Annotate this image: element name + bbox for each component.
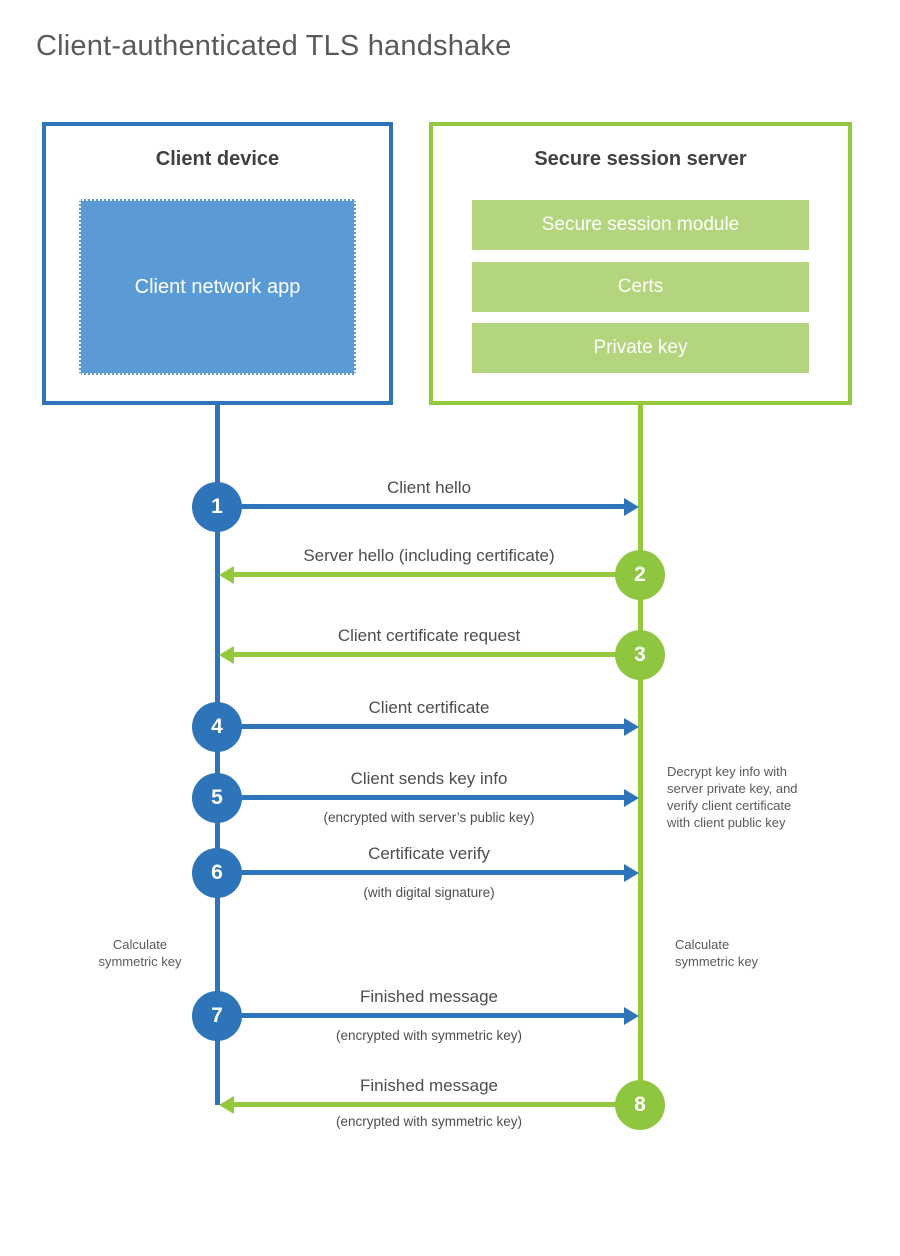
client-lifeline <box>215 405 220 1105</box>
step-8-arrow <box>234 1102 616 1107</box>
note-decrypt-key-info: Decrypt key info with server private key… <box>667 764 798 830</box>
step-3-arrowhead-icon <box>219 646 234 664</box>
step-5-arrowhead-icon <box>624 789 639 807</box>
step-7-arrow <box>242 1013 624 1018</box>
step-1-arrow <box>242 504 624 509</box>
server-module-label: Secure session module <box>541 214 740 235</box>
step-7-sublabel: (encrypted with symmetric key) <box>335 1028 523 1043</box>
step-4-number: 4 <box>211 715 223 738</box>
step-7-label: Finished message <box>360 987 498 1006</box>
step-6-label: Certificate verify <box>368 844 490 863</box>
step-1-number: 1 <box>211 495 223 518</box>
step-7-number: 7 <box>211 1004 223 1027</box>
step-5-arrow <box>242 795 624 800</box>
step-1-circle: 1 <box>192 482 242 532</box>
step-3-number: 3 <box>634 643 646 666</box>
server-private-key-label: Private key <box>593 337 688 358</box>
step-3-arrow <box>234 652 616 657</box>
step-8-arrowhead-icon <box>219 1096 234 1114</box>
step-2-number: 2 <box>634 563 646 586</box>
client-device-header: Client device <box>155 148 280 170</box>
step-4-arrowhead-icon <box>624 718 639 736</box>
step-3-circle: 3 <box>615 630 665 680</box>
step-6-circle: 6 <box>192 848 242 898</box>
step-5-number: 5 <box>211 786 223 809</box>
step-7-circle: 7 <box>192 991 242 1041</box>
step-5-sublabel: (encrypted with server’s public key) <box>323 810 535 825</box>
client-network-app-box: Client network app <box>79 199 356 375</box>
step-8-number: 8 <box>634 1093 646 1116</box>
step-2-label: Server hello (including certificate) <box>303 546 555 565</box>
step-2-arrowhead-icon <box>219 566 234 584</box>
client-network-app-label: Client network app <box>134 276 301 298</box>
server-lifeline <box>638 405 643 1105</box>
page-title: Client-authenticated TLS handshake <box>36 30 512 62</box>
server-module-bar: Secure session module <box>472 200 809 250</box>
server-certs-label: Certs <box>617 276 664 297</box>
step-6-arrowhead-icon <box>624 864 639 882</box>
step-1-arrowhead-icon <box>624 498 639 516</box>
step-4-arrow <box>242 724 624 729</box>
server-private-key-bar: Private key <box>472 323 809 373</box>
step-8-label: Finished message <box>360 1076 498 1095</box>
note-calculate-symmetric-key-right: Calculate symmetric key <box>675 937 759 969</box>
step-3-label: Client certificate request <box>337 626 521 645</box>
step-4-label: Client certificate <box>368 698 490 717</box>
step-2-arrow <box>234 572 616 577</box>
step-1-label: Client hello <box>386 478 472 497</box>
step-8-sublabel: (encrypted with symmetric key) <box>335 1114 523 1129</box>
step-4-circle: 4 <box>192 702 242 752</box>
step-6-arrow <box>242 870 624 875</box>
step-5-circle: 5 <box>192 773 242 823</box>
step-5-label: Client sends key info <box>350 769 508 788</box>
server-header: Secure session server <box>534 148 747 170</box>
note-calculate-symmetric-key-left: Calculate symmetric key <box>98 937 182 969</box>
step-7-arrowhead-icon <box>624 1007 639 1025</box>
step-6-sublabel: (with digital signature) <box>363 885 495 900</box>
server-certs-bar: Certs <box>472 262 809 312</box>
step-6-number: 6 <box>211 861 223 884</box>
step-8-circle: 8 <box>615 1080 665 1130</box>
step-2-circle: 2 <box>615 550 665 600</box>
